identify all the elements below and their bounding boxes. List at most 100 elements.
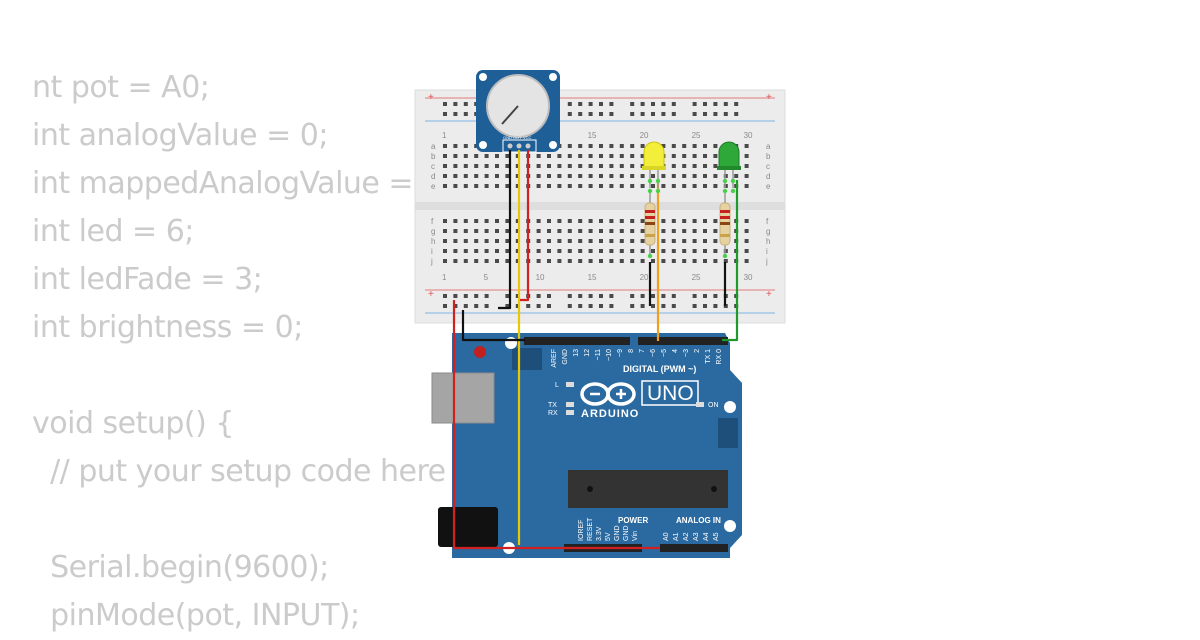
- breadboard-hole: [744, 239, 749, 243]
- breadboard-hole: [703, 239, 707, 243]
- digital-pin-label: ~3: [683, 349, 690, 357]
- breadboard-hole: [474, 174, 479, 178]
- breadboard-hole: [703, 184, 707, 188]
- power-pin-label: RESET: [587, 517, 594, 541]
- breadboard-hole: [692, 239, 697, 243]
- breadboard-hole: [443, 304, 447, 308]
- breadboard-hole: [588, 112, 593, 116]
- code-line: int led = 6;: [32, 214, 194, 249]
- breadboard-hole: [443, 144, 447, 148]
- breadboard-hole: [609, 174, 614, 178]
- breadboard-hole: [671, 154, 676, 158]
- power-pin-label: IOREF: [578, 520, 585, 541]
- breadboard-hole: [536, 219, 541, 223]
- breadboard-hole: [609, 304, 614, 308]
- breadboard-hole: [474, 219, 479, 223]
- breadboard-hole: [505, 239, 510, 243]
- breadboard-hole: [578, 144, 583, 148]
- breadboard-hole: [609, 239, 614, 243]
- digital-header-left: [524, 337, 630, 345]
- breadboard-hole: [547, 304, 551, 308]
- breadboard-hole: [661, 102, 666, 106]
- row-label: b: [431, 152, 436, 161]
- column-label: 20: [640, 131, 649, 140]
- breadboard-hole: [536, 184, 541, 188]
- column-label: 15: [588, 273, 597, 282]
- led-tx-label: TX: [548, 402, 557, 409]
- analog-in-label: ANALOG IN: [676, 516, 721, 525]
- breadboard-hole: [567, 239, 572, 243]
- breadboard-hole: [536, 304, 541, 308]
- microcontroller-chip: [568, 470, 728, 508]
- breadboard-hole: [713, 184, 718, 188]
- breadboard-hole: [495, 259, 499, 263]
- breadboard-hole: [671, 102, 676, 106]
- digital-pin-label: GND: [562, 349, 569, 365]
- digital-pin-label: ~9: [617, 349, 624, 357]
- breadboard-hole: [599, 294, 603, 298]
- row-label: g: [766, 227, 770, 236]
- breadboard-hole: [692, 229, 697, 233]
- breadboard-hole: [640, 112, 645, 116]
- breadboard-hole: [453, 184, 458, 188]
- breadboard-hole: [453, 102, 458, 106]
- breadboard-hole: [547, 229, 551, 233]
- breadboard-hole: [609, 154, 614, 158]
- breadboard-hole: [619, 174, 624, 178]
- breadboard-hole: [630, 174, 635, 178]
- breadboard-hole: [578, 112, 583, 116]
- row-label: a: [431, 142, 436, 151]
- breadboard-hole: [526, 304, 531, 308]
- wire-5v-rail: [452, 300, 660, 550]
- breadboard-hole: [682, 239, 687, 243]
- breadboard-hole: [713, 239, 718, 243]
- breadboard-hole: [640, 304, 645, 308]
- breadboard-hole: [505, 229, 510, 233]
- breadboard-hole: [671, 229, 676, 233]
- breadboard-hole: [609, 219, 614, 223]
- breadboard-hole: [692, 174, 697, 178]
- breadboard-hole: [505, 164, 510, 168]
- breadboard-hole: [619, 144, 624, 148]
- breadboard-hole: [723, 102, 728, 106]
- breadboard-hole: [588, 259, 593, 263]
- breadboard-hole: [495, 219, 499, 223]
- breadboard-hole: [734, 102, 739, 106]
- breadboard-hole: [567, 154, 572, 158]
- breadboard-hole: [703, 154, 707, 158]
- digital-pin-label: TX 1: [705, 349, 712, 364]
- breadboard-hole: [453, 154, 458, 158]
- digital-pin-label: 12: [584, 349, 591, 357]
- breadboard-hole: [661, 219, 666, 223]
- breadboard-hole: [703, 174, 707, 178]
- breadboard-hole: [474, 229, 479, 233]
- usb-port: [431, 372, 495, 424]
- wires: [452, 150, 739, 550]
- wire-pin3-led: [722, 180, 739, 342]
- breadboard-hole: [640, 174, 645, 178]
- breadboard-hole: [671, 164, 676, 168]
- breadboard-hole: [599, 259, 603, 263]
- breadboard-hole: [692, 249, 697, 253]
- breadboard-hole: [630, 112, 635, 116]
- breadboard-hole: [463, 249, 468, 253]
- breadboard-hole: [661, 229, 666, 233]
- breadboard-hole: [734, 112, 739, 116]
- breadboard-hole: [588, 239, 593, 243]
- breadboard-hole: [609, 164, 614, 168]
- led-green: [717, 141, 741, 188]
- breadboard-hole: [682, 154, 687, 158]
- breadboard-hole: [619, 164, 624, 168]
- digital-pin-label: 4: [672, 349, 679, 353]
- analog-pin-label: A3: [693, 532, 700, 541]
- digital-pin-label: 2: [694, 349, 701, 353]
- breadboard-hole: [713, 164, 718, 168]
- breadboard-hole: [515, 219, 520, 223]
- breadboard-hole: [671, 294, 676, 298]
- power-jack: [438, 507, 498, 547]
- breadboard-hole: [599, 154, 603, 158]
- row-label: d: [766, 172, 770, 181]
- breadboard-hole: [661, 294, 666, 298]
